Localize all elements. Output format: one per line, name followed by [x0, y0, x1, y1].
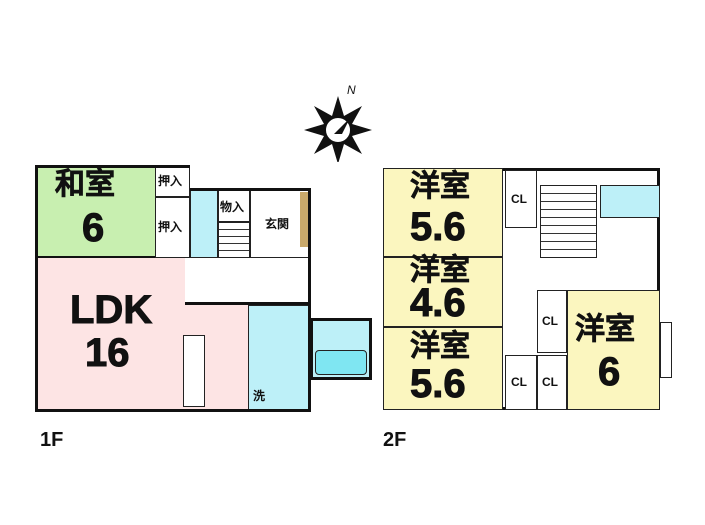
room-b-name: 洋室 [410, 254, 471, 287]
cl-4-label: CL [542, 375, 558, 389]
ldk-size: 16 [85, 331, 130, 375]
stairs-1f [218, 222, 250, 258]
toilet-1f [190, 190, 218, 258]
western-room-c [383, 327, 503, 410]
closet-cl-4 [537, 355, 567, 410]
washitsu-size: 6 [81, 206, 105, 250]
ldk-name: LDK [69, 288, 153, 332]
room-a-size: 5.6 [410, 205, 467, 249]
shoe-shelf [300, 192, 308, 247]
cl-3-label: CL [511, 375, 527, 389]
kitchen-counter [183, 335, 205, 407]
closet-cl-3 [505, 355, 537, 410]
western-room-b [383, 257, 503, 327]
bay-window [660, 322, 672, 378]
closet-cl-2 [537, 290, 567, 353]
floor-2-label: 2F [383, 429, 407, 451]
closet-1 [155, 165, 190, 197]
bathtub [315, 350, 367, 375]
stairs-2f [540, 185, 597, 258]
north-label: N [347, 83, 356, 97]
western-room-d [567, 290, 660, 410]
compass-sun-icon [304, 96, 372, 162]
cl-2-label: CL [542, 314, 558, 328]
storage-label: 物入 [220, 200, 245, 214]
laundry-label: 洗 [253, 389, 266, 403]
floor-1-label: 1F [40, 429, 64, 451]
room-d-name: 洋室 [575, 313, 636, 346]
room-b-size: 4.6 [410, 281, 467, 325]
room-c-size: 5.6 [410, 362, 467, 406]
closet-cl-1 [505, 170, 537, 228]
room-d-size: 6 [597, 350, 621, 394]
closet-1-label: 押入 [158, 174, 183, 188]
washitsu-name: 和室 [55, 168, 116, 201]
cl-1-label: CL [511, 192, 527, 206]
room-a-name: 洋室 [410, 170, 471, 203]
closet-2-label: 押入 [158, 220, 183, 234]
storage [218, 190, 250, 222]
entrance-label: 玄関 [265, 217, 290, 231]
washroom [248, 305, 310, 412]
western-room-a [383, 168, 503, 257]
washitsu-room [35, 165, 155, 258]
room-c-name: 洋室 [410, 330, 471, 363]
toilet-2f [600, 185, 660, 218]
closet-2 [155, 197, 190, 258]
